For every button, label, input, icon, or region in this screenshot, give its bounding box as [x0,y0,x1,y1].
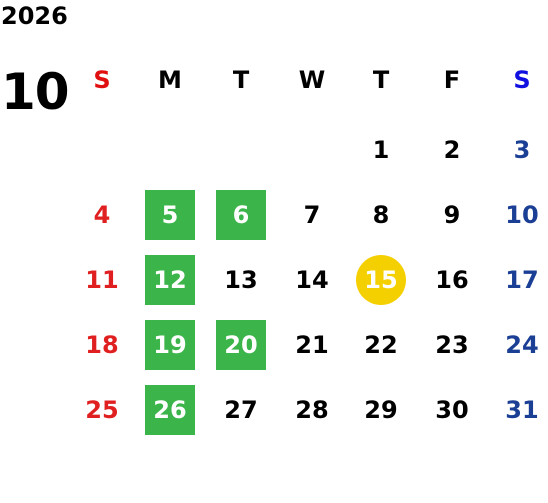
calendar-day-number: 18 [85,331,119,359]
calendar-day-number: 3 [513,136,531,164]
calendar-day[interactable]: 8 [356,190,406,240]
calendar-day[interactable]: 10 [497,190,547,240]
calendar-day-number: 10 [505,201,539,229]
calendar-day-number: 15 [364,266,398,294]
calendar-day[interactable]: 29 [356,385,406,435]
calendar-day[interactable]: 22 [356,320,406,370]
calendar-month: 10 [1,63,70,121]
calendar-day[interactable]: 6 [216,190,266,240]
calendar-day-today[interactable]: 15 [356,255,406,305]
calendar-day[interactable]: 5 [145,190,195,240]
calendar-day[interactable]: 9 [427,190,477,240]
calendar-day-number: 28 [295,396,329,424]
calendar-day-number: 17 [505,266,539,294]
calendar-day-number: 23 [435,331,469,359]
calendar-day-number: 26 [153,396,187,424]
calendar-day[interactable]: 1 [356,125,406,175]
calendar-day[interactable]: 13 [216,255,266,305]
calendar-day[interactable]: 27 [216,385,266,435]
calendar-day-number: 2 [443,136,461,164]
calendar-day-number: 29 [364,396,398,424]
weekday-header: T [372,66,390,94]
calendar-day-number: 12 [153,266,187,294]
weekday-header: T [232,66,250,94]
calendar-day-number: 5 [161,201,179,229]
calendar-day-number: 20 [224,331,258,359]
weekday-header: M [158,66,182,94]
calendar-day-number: 30 [435,396,469,424]
calendar-day-number: 22 [364,331,398,359]
calendar-day[interactable]: 23 [427,320,477,370]
calendar-day-number: 21 [295,331,329,359]
calendar-day-number: 1 [372,136,390,164]
calendar-day[interactable]: 11 [77,255,127,305]
calendar-day[interactable]: 16 [427,255,477,305]
calendar-day-number: 31 [505,396,539,424]
calendar-day[interactable]: 2 [427,125,477,175]
calendar-day-number: 14 [295,266,329,294]
calendar-day-number: 19 [153,331,187,359]
calendar-day-number: 9 [443,201,461,229]
weekday-header: S [93,66,111,94]
weekday-header: F [443,66,461,94]
calendar-day[interactable]: 19 [145,320,195,370]
calendar-day[interactable]: 3 [497,125,547,175]
calendar-day[interactable]: 24 [497,320,547,370]
calendar-day-number: 8 [372,201,390,229]
calendar-day-number: 11 [85,266,119,294]
calendar-day-number: 13 [224,266,258,294]
calendar-day[interactable]: 20 [216,320,266,370]
calendar-day[interactable]: 26 [145,385,195,435]
calendar-day-number: 24 [505,331,539,359]
weekday-header: S [513,66,531,94]
weekday-header: W [298,66,326,94]
calendar-day[interactable]: 28 [287,385,337,435]
calendar-day[interactable]: 7 [287,190,337,240]
calendar-day[interactable]: 14 [287,255,337,305]
calendar-day[interactable]: 4 [77,190,127,240]
calendar-day-number: 4 [93,201,111,229]
calendar-day[interactable]: 21 [287,320,337,370]
calendar-day[interactable]: 30 [427,385,477,435]
calendar-day[interactable]: 17 [497,255,547,305]
calendar-day-number: 16 [435,266,469,294]
calendar-day-number: 27 [224,396,258,424]
calendar-day-number: 7 [303,201,321,229]
calendar-day[interactable]: 18 [77,320,127,370]
calendar-day-number: 25 [85,396,119,424]
calendar-day[interactable]: 25 [77,385,127,435]
calendar-year: 2026 [1,2,68,30]
calendar-day[interactable]: 31 [497,385,547,435]
calendar-day-number: 6 [232,201,250,229]
calendar-day[interactable]: 12 [145,255,195,305]
